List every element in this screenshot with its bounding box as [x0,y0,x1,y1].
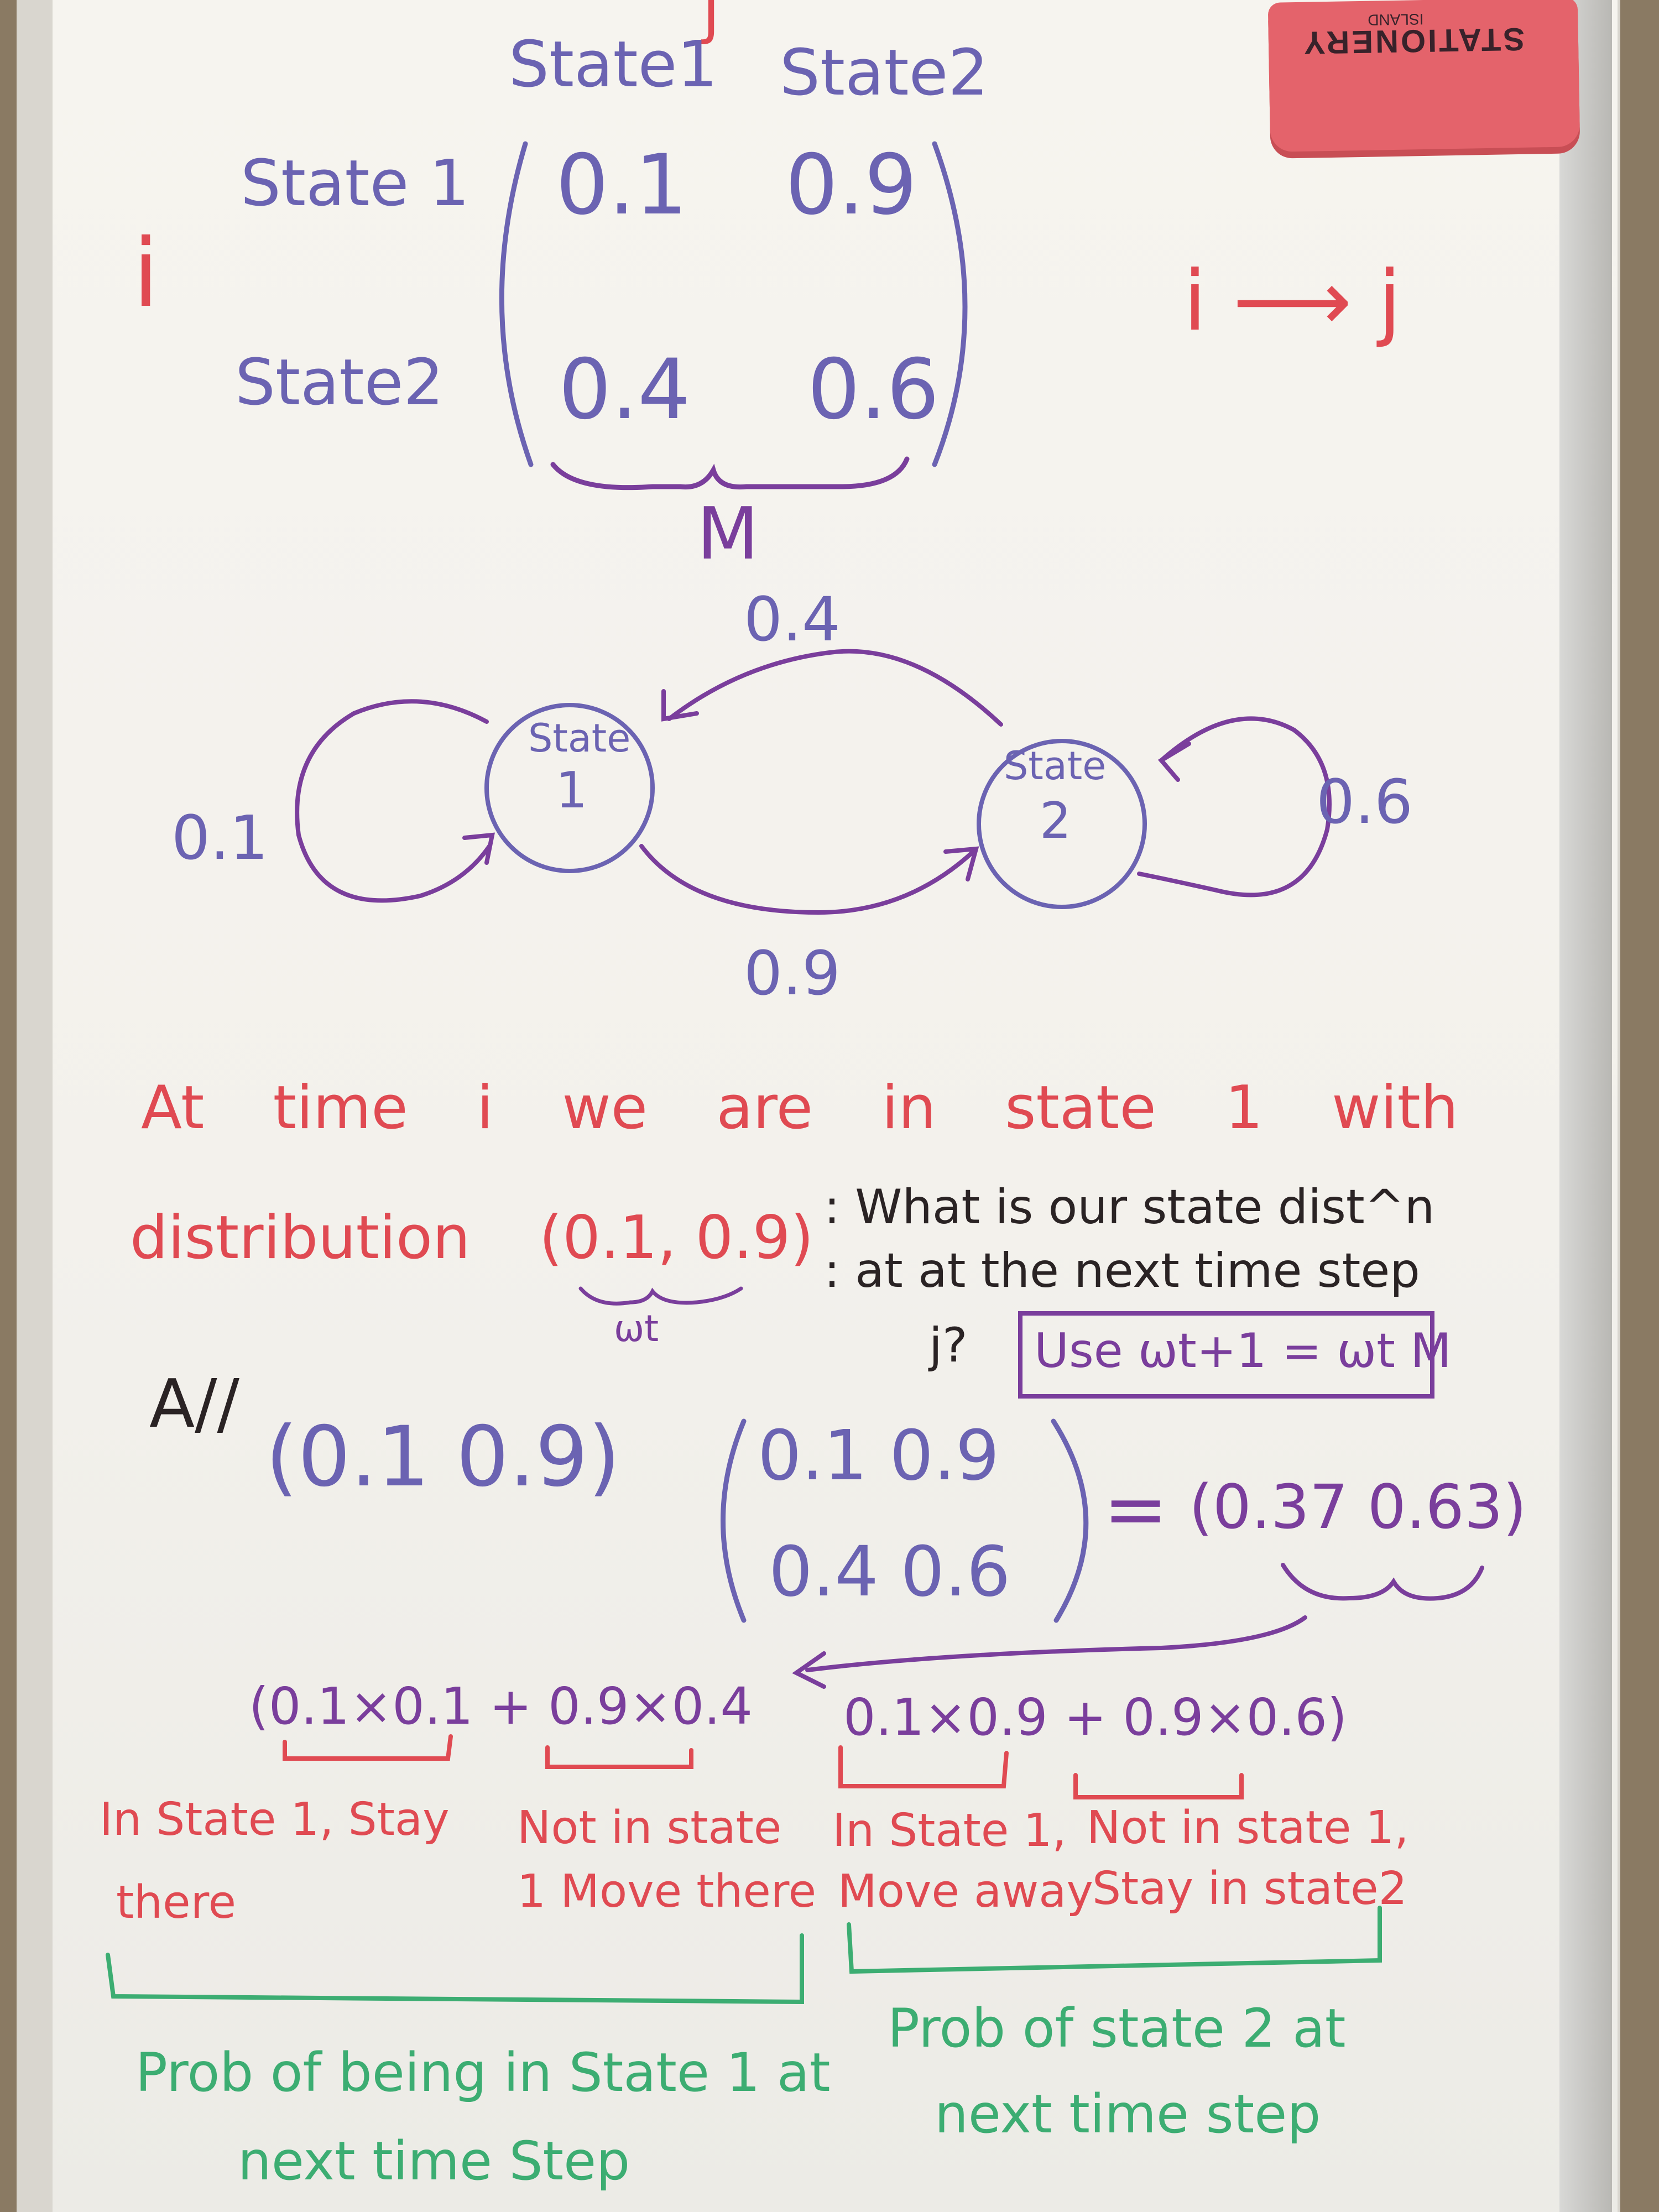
prob-state1-line1: Prob of being in State 1 at [135,2042,831,2104]
underline-term1 [283,1734,453,1761]
matrix-left-bracket [499,141,534,467]
note-term4-line2: Stay in state2 [1092,1863,1407,1915]
matrix-row-header-2: State2 [235,346,444,420]
prob-2-to-1: 0.4 [744,584,841,655]
green-brace-state2 [847,1906,1382,1974]
state1-circle [484,703,655,873]
result-brace [1281,1563,1484,1601]
result-arrow [805,1615,1307,1672]
calc-left: (0.1×0.1 + 0.9×0.4 [249,1677,753,1736]
state1-self-loop [295,699,492,903]
question-text-3: j? [929,1318,968,1373]
arrow-state2-to-state1 [667,649,1003,727]
note-term3-line2: Move away [838,1865,1094,1918]
matrix-cell-2-2: 0.6 [807,342,940,438]
state2-circle [977,739,1147,909]
prob-1-to-2: 0.9 [744,938,841,1009]
answer-matrix-left-bracket [721,1418,747,1623]
answer-row-vector: (0.1 0.9) [265,1409,620,1505]
underline-term2 [545,1745,693,1769]
question-text-2: : at at the next time step [824,1243,1420,1298]
update-formula: Use ωt+1 = ωt M [1034,1323,1452,1379]
state1-label: State [528,716,631,761]
state2-self-loop-arrowhead [1157,742,1191,782]
matrix-row-header-1: State 1 [241,147,470,221]
prob-state2-line1: Prob of state 2 at [888,1997,1346,2059]
matrix-cell-2-1: 0.4 [559,342,691,438]
answer-matrix-row-2: 0.4 0.6 [769,1532,1011,1612]
result-arrow-head [792,1651,826,1689]
answer-matrix-row-1: 0.1 0.9 [758,1416,1000,1496]
whiteboard [53,0,1618,2212]
arrow-state1-to-state2-head [943,846,979,881]
note-term1-line2: there [116,1876,236,1929]
note-term2-line2: 1 Move there [517,1865,817,1918]
prob-state2-line2: next time step [935,2083,1321,2145]
prob-1-to-1: 0.1 [171,802,268,873]
underline-term4 [1073,1773,1244,1799]
note-term3-line1: In State 1, [832,1804,1067,1857]
formula-box [1018,1311,1434,1399]
state2-self-loop [1137,716,1332,898]
matrix-cell-1-1: 0.1 [556,137,688,233]
matrix-col-index: j [702,0,720,46]
matrix-brace [550,456,910,491]
answer-result-vector: (0.37 0.63) [1189,1472,1527,1542]
prob-2-to-2: 0.6 [1316,766,1413,837]
matrix-col-header-2: State2 [780,36,989,110]
arrow-state1-to-state2 [639,844,975,915]
note-term2-line1: Not in state [517,1802,782,1854]
prob-state1-line2: next time Step [238,2130,630,2192]
matrix-name: M [697,492,759,576]
omega-t-label: ωt [614,1307,659,1350]
question-line-1: At time i we are in state 1 with [141,1073,1459,1142]
question-line-2: distribution [130,1203,471,1272]
whiteboard-side-rail [1559,0,1612,2212]
note-term4-line1: Not in state 1, [1087,1802,1409,1854]
answer-matrix-right-bracket [1051,1418,1089,1623]
matrix-cell-1-2: 0.9 [785,137,917,233]
matrix-row-index: i [133,219,159,328]
note-term1-line1: In State 1, Stay [100,1793,450,1846]
matrix-direction: i ⟶ j [1183,253,1401,349]
calc-right: 0.1×0.9 + 0.9×0.6) [843,1688,1347,1747]
arrow-state2-to-state1-head [661,689,699,722]
matrix-col-header-1: State1 [509,28,718,102]
green-brace-state1 [106,1933,804,2005]
answer-equals: = [1103,1464,1168,1554]
state2-label: State [1004,743,1107,789]
state1-self-loop-arrowhead [462,832,495,865]
distribution-vector: (0.1, 0.9) [539,1203,814,1272]
question-text-1: : What is our state dist^n [824,1180,1435,1235]
state2-number: 2 [1040,792,1072,850]
answer-mark: A// [149,1366,239,1443]
omega-brace [578,1286,743,1306]
matrix-right-bracket [932,141,968,467]
state1-number: 1 [556,761,588,820]
underline-term3 [838,1745,1009,1788]
